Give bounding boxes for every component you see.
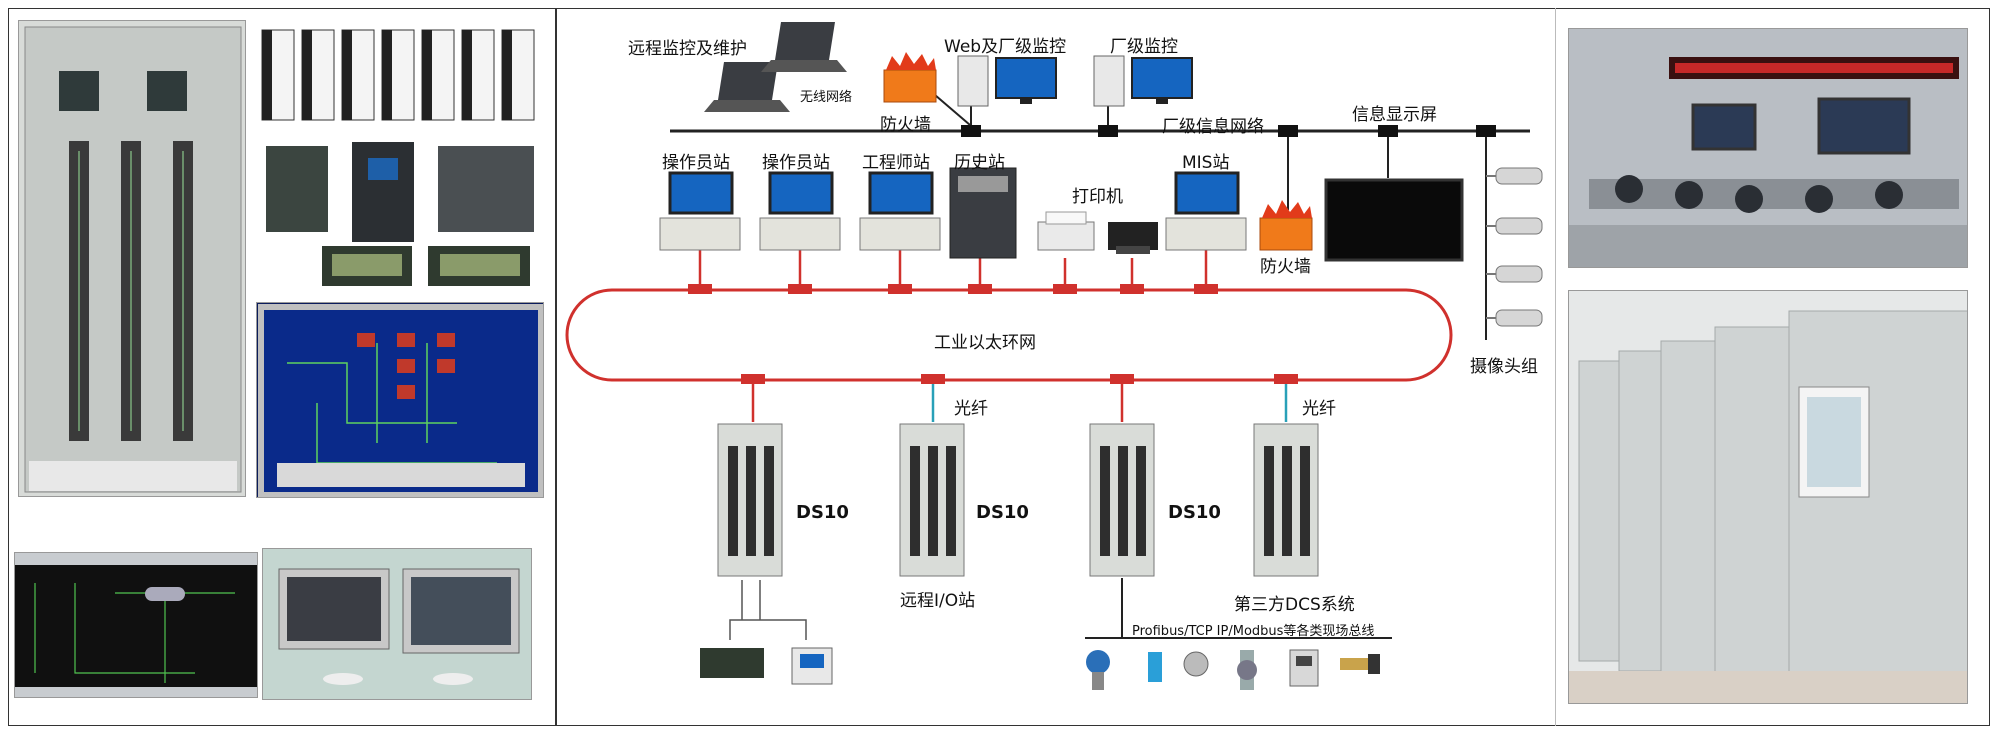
eng-station-label: 工程师站 bbox=[862, 153, 930, 173]
cabinet-icon bbox=[717, 423, 1319, 577]
equipment-room-photo bbox=[1568, 290, 1968, 704]
outer-frame bbox=[8, 8, 1990, 726]
workstation-row bbox=[659, 167, 1247, 259]
camera-group-label: 摄像头组 bbox=[1470, 357, 1538, 377]
right-panel-divider bbox=[1555, 8, 1556, 726]
ethernet-ring bbox=[565, 288, 1453, 382]
ds10-1-label: DS10 bbox=[796, 502, 849, 523]
ds10-2-label: DS10 bbox=[976, 502, 1029, 523]
controller-units-photo bbox=[262, 140, 540, 292]
fiber-2-label: 光纤 bbox=[1302, 399, 1336, 419]
plant-monitor-label: 厂级监控 bbox=[1110, 37, 1178, 57]
history-station-label: 历史站 bbox=[954, 153, 1005, 173]
firewall-right-label: 防火墙 bbox=[1260, 257, 1311, 277]
left-panel-divider bbox=[555, 8, 557, 726]
display-screen-icon bbox=[1324, 178, 1464, 262]
firewall-icon bbox=[1259, 200, 1313, 251]
ring-network-label: 工业以太环网 bbox=[934, 333, 1036, 353]
io-modules-photo bbox=[258, 24, 542, 124]
ring-connectors bbox=[688, 284, 1298, 384]
scada-monitor-photo bbox=[256, 302, 544, 498]
wireless-label: 无线网络 bbox=[800, 90, 853, 105]
fiber-links bbox=[931, 384, 1288, 422]
fiber-1-label: 光纤 bbox=[954, 399, 988, 419]
dual-monitor-photo bbox=[262, 548, 532, 700]
firewall-icon bbox=[883, 52, 937, 103]
plant-network-label: 厂级信息网络 bbox=[1162, 117, 1264, 137]
web-monitor-label: Web及厂级监控 bbox=[944, 37, 1067, 57]
info-screen-label: 信息显示屏 bbox=[1352, 105, 1437, 125]
hmi-screen-photo bbox=[14, 552, 258, 698]
fieldbus-label: Profibus/TCP IP/Modbus等各类现场总线 bbox=[1132, 624, 1375, 639]
printer-icon bbox=[1037, 211, 1158, 254]
desktop-pc-icon bbox=[957, 55, 1193, 107]
op-station-2-label: 操作员站 bbox=[762, 153, 830, 173]
cabinet-interior-photo bbox=[18, 20, 246, 497]
ds10-3-label: DS10 bbox=[1168, 502, 1221, 523]
mis-station-label: MIS站 bbox=[1182, 153, 1230, 173]
field-instruments-icon bbox=[1086, 649, 1380, 690]
firewall-top-label: 防火墙 bbox=[880, 115, 931, 135]
laptop-icon bbox=[704, 22, 847, 112]
remote-monitor-label: 远程监控及维护 bbox=[628, 39, 747, 59]
remote-io-label: 远程I/O站 bbox=[900, 591, 976, 611]
camera-icon bbox=[1495, 167, 1543, 327]
printer-label: 打印机 bbox=[1072, 187, 1123, 207]
control-room-photo bbox=[1568, 28, 1968, 268]
third-party-dcs-label: 第三方DCS系统 bbox=[1234, 595, 1355, 615]
io-module-icon bbox=[700, 648, 764, 678]
bus-connectors bbox=[961, 125, 1496, 137]
op-station-1-label: 操作员站 bbox=[662, 153, 730, 173]
